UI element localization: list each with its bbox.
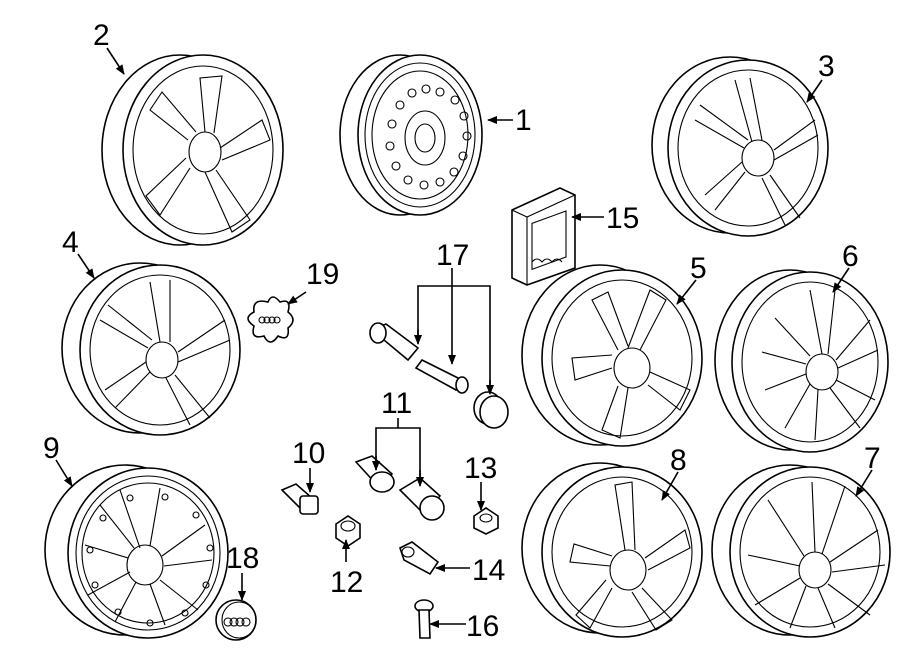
callout-4: 4 (62, 226, 79, 259)
part-12-bolt-cap[interactable] (335, 515, 361, 547)
callout-2: 2 (93, 19, 110, 52)
wheel-9-multi-spoke-bolted[interactable] (44, 464, 229, 639)
part-15-accessory-box[interactable] (511, 187, 576, 286)
wheel-1-steel-spare[interactable] (339, 54, 483, 216)
callout-13: 13 (464, 452, 497, 485)
callout-12: 12 (330, 566, 363, 599)
callout-numbers: 1 2 3 4 5 6 7 8 9 10 11 12 13 14 15 16 1… (43, 19, 881, 643)
part-18-center-cap[interactable] (215, 599, 257, 641)
wheel-7-ten-spoke[interactable] (711, 464, 891, 638)
wheel-5-five-spoke[interactable] (521, 264, 703, 447)
callout-18: 18 (226, 542, 259, 575)
part-10-wheel-lock[interactable] (280, 483, 319, 515)
part-11-lock-set[interactable] (354, 455, 445, 521)
callout-17: 17 (436, 239, 469, 272)
wheel-3-double-spoke[interactable] (651, 56, 829, 237)
callout-11: 11 (381, 387, 412, 420)
wheel-6-multi-spoke[interactable] (714, 269, 889, 453)
part-14-removal-tool[interactable] (399, 541, 440, 576)
wheel-4-double-spoke[interactable] (61, 262, 241, 436)
callout-8: 8 (670, 444, 687, 477)
callout-3: 3 (818, 50, 835, 83)
part-13-lug-bolt[interactable] (473, 507, 499, 535)
callout-19: 19 (306, 258, 339, 291)
callout-10: 10 (292, 437, 325, 470)
wheel-2-five-spoke[interactable] (101, 54, 284, 246)
wheel-8-split-spoke[interactable] (521, 462, 703, 638)
callout-15: 15 (606, 202, 639, 235)
callout-7: 7 (864, 442, 881, 475)
callout-14: 14 (472, 554, 505, 587)
callout-5: 5 (690, 252, 707, 285)
part-16-valve[interactable] (414, 599, 434, 639)
callout-9: 9 (43, 432, 60, 465)
callout-16: 16 (466, 610, 499, 643)
callout-1: 1 (515, 104, 532, 137)
part-17-valve-stem-assembly[interactable] (369, 322, 509, 429)
callout-6: 6 (842, 240, 859, 273)
part-19-center-cap[interactable] (247, 296, 294, 343)
leader-lines (55, 47, 873, 628)
